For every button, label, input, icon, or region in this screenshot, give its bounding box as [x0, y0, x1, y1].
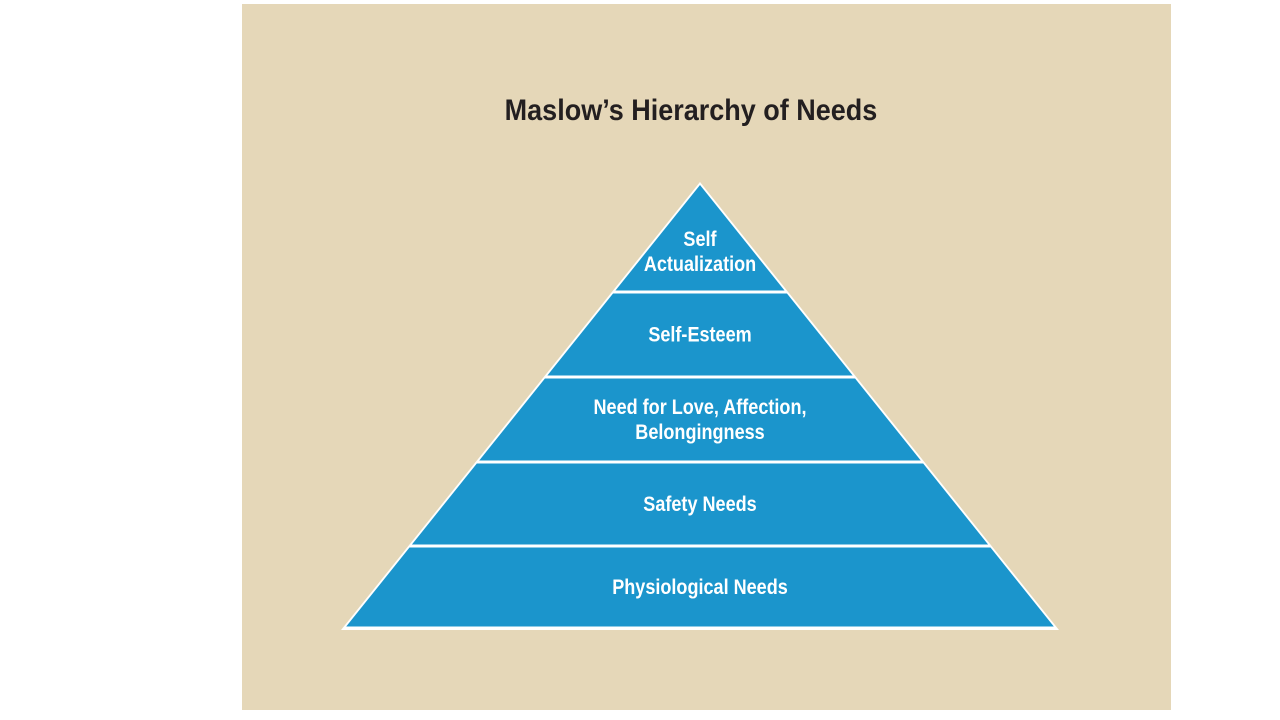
pyramid-tier — [346, 547, 1054, 627]
pyramid-tier — [479, 378, 921, 461]
tier-label: Safety Needs — [643, 493, 756, 517]
tier-label: Need for Love, Affection, — [594, 396, 807, 420]
tier-label: Self — [683, 228, 717, 252]
pyramid-tier — [411, 463, 989, 545]
diagram-title: Maslow’s Hierarchy of Needs — [504, 94, 878, 127]
tier-label: Actualization — [644, 253, 756, 277]
tier-label: Self-Esteem — [648, 323, 751, 347]
pyramid-tier — [615, 185, 785, 291]
tier-label: Belongingness — [635, 421, 765, 445]
tier-label: Physiological Needs — [612, 576, 788, 600]
pyramid-tier — [547, 293, 853, 376]
